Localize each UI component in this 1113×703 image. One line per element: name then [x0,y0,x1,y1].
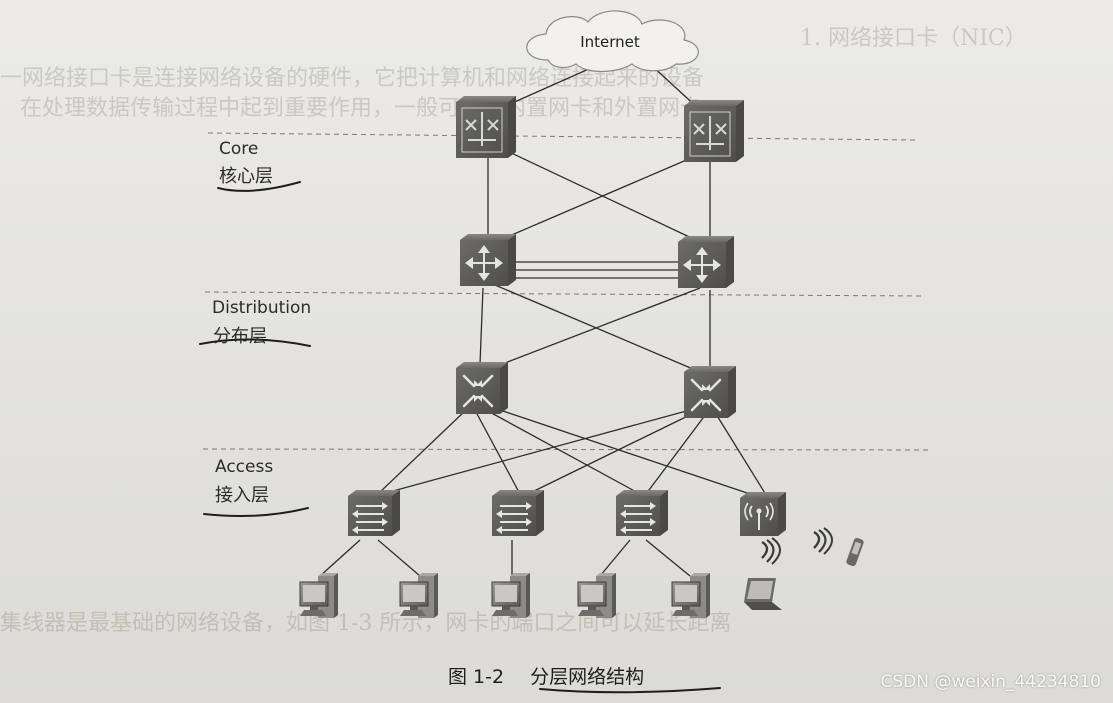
access-point-icon [740,492,786,536]
core-switch-icon [684,366,736,418]
computer-icon [672,573,710,618]
figure-caption: 图 1-2 分层网络结构 [448,662,670,689]
computer-icon [578,573,616,618]
watermark: CSDN @weixin_44234810 [880,672,1101,692]
laptop-icon [744,578,782,610]
firewall-icon [684,100,744,162]
switch-icon [616,490,668,536]
layer-label-distribution-cn: 分布层 [213,322,267,348]
router-icon [678,236,734,288]
computer-icon [492,573,530,618]
router-icon [460,234,516,286]
phone-icon [846,537,865,567]
internet-label: Internet [580,33,640,51]
figure-number: 图 1-2 [448,666,504,688]
computer-icon [300,573,338,618]
layer-label-access-cn: 接入层 [215,481,269,507]
firewall-icon [456,96,516,158]
layer-label-access: Access [215,457,273,477]
switch-icon [492,490,544,536]
computer-icon [400,573,438,618]
layer-label-distribution: Distribution [212,298,311,318]
wifi-wave-icon [814,528,832,554]
switch-icon [348,490,400,536]
layer-label-core-cn: 核心层 [219,162,273,188]
handwritten-underline [204,508,308,516]
core-switch-icon [456,362,508,414]
access-separator [203,449,930,450]
core-separator [208,133,915,140]
figure-title: 分层网络结构 [530,666,644,688]
internet-cloud: Internet [527,11,699,72]
distribution-separator [205,292,925,296]
layer-label-core: Core [219,139,258,159]
wifi-wave-icon [762,538,780,564]
